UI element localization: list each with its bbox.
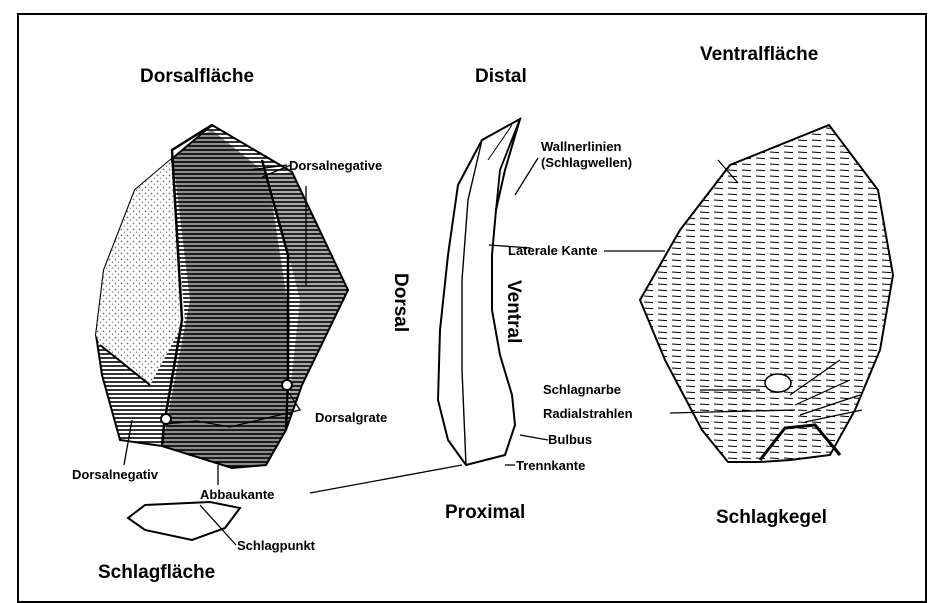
- heading-striking-platform: Schlagfläche: [98, 563, 215, 582]
- heading-distal: Distal: [475, 67, 527, 86]
- heading-proximal: Proximal: [445, 503, 525, 522]
- striking-platform-drawing: [128, 502, 240, 540]
- label-dorsal-ridges: Dorsalgrate: [315, 411, 387, 424]
- label-dorsal-negative: Dorsalnegativ: [72, 468, 158, 481]
- label-bulb: Bulbus: [548, 433, 592, 446]
- flake-diagram: [0, 0, 944, 587]
- label-wallner-lines: Wallnerlinien: [541, 140, 621, 153]
- label-dorsal-negatives: Dorsalnegative: [289, 159, 382, 172]
- heading-bulb-cone: Schlagkegel: [716, 508, 827, 527]
- side-label-ventral: Ventral: [504, 280, 523, 343]
- label-separation-edge: Trennkante: [516, 459, 585, 472]
- heading-dorsal-face: Dorsalfläche: [140, 67, 254, 86]
- label-radial-rays: Radialstrahlen: [543, 407, 633, 420]
- label-platform-edge: Abbaukante: [200, 488, 274, 501]
- label-impact-point: Schlagpunkt: [237, 539, 315, 552]
- label-wallner-lines-sub: (Schlagwellen): [541, 156, 632, 169]
- heading-ventral-face: Ventralfläche: [700, 45, 818, 64]
- label-lateral-edge: Laterale Kante: [508, 244, 598, 257]
- side-label-dorsal: Dorsal: [391, 273, 410, 332]
- label-impact-scar: Schlagnarbe: [543, 383, 621, 396]
- ventral-face-drawing: [640, 125, 893, 462]
- dorsal-face-drawing: [96, 125, 348, 468]
